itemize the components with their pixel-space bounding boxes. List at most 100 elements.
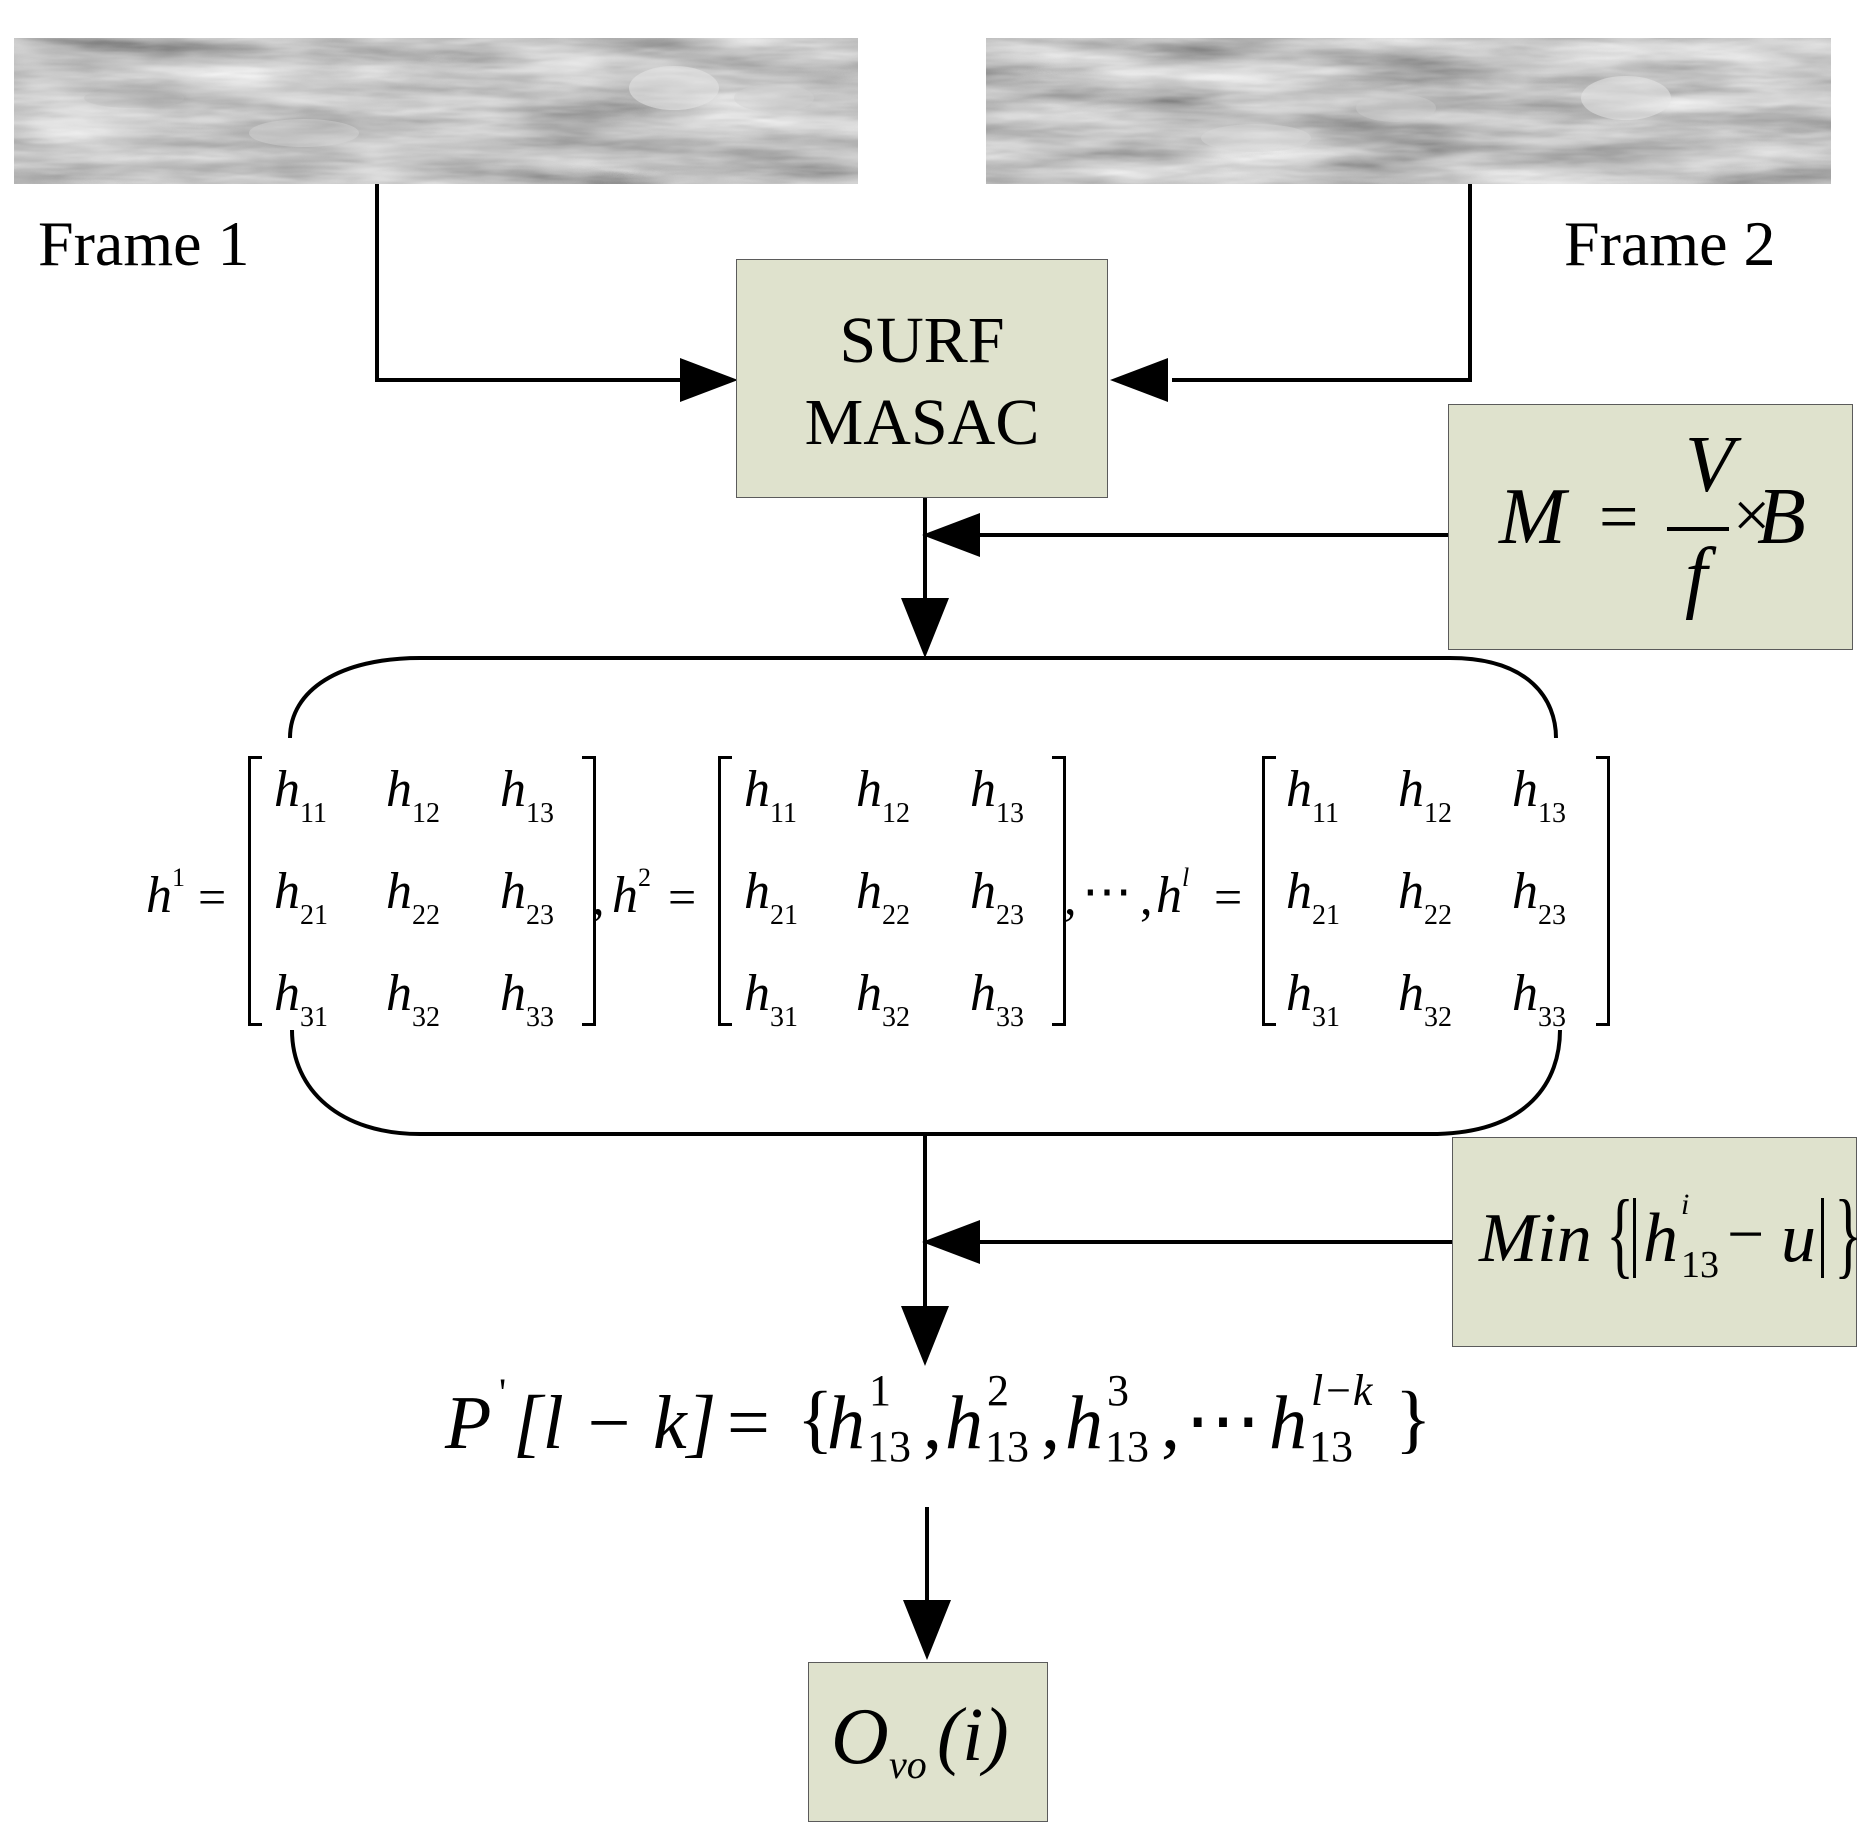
min-u: u bbox=[1781, 1200, 1816, 1277]
arrowhead-to-sequence bbox=[901, 1306, 949, 1366]
min-formula-box: Min { h i 13 − u } bbox=[1452, 1137, 1862, 1347]
output-box: O vo (i) bbox=[808, 1662, 1048, 1822]
matrix-2-symbol: h bbox=[612, 867, 638, 924]
fraction-bar bbox=[1667, 527, 1729, 531]
matrix-3-superscript: l bbox=[1182, 863, 1190, 892]
matrix-3-equals: = bbox=[1214, 869, 1243, 925]
matrix-2-superscript: 2 bbox=[638, 863, 651, 892]
matrix-2-equals: = bbox=[668, 869, 697, 925]
matrices-bracket-bottom bbox=[290, 1029, 1562, 1136]
matrix-1-cell-12: h12 bbox=[386, 761, 440, 829]
matrix-1-right-bracket bbox=[582, 756, 596, 1026]
output-sub: vo bbox=[889, 1742, 927, 1787]
matrix-1-cell-23: h23 bbox=[500, 863, 554, 931]
matrix-3-left-bracket bbox=[1262, 756, 1276, 1026]
masac-label: MASAC bbox=[804, 386, 1040, 459]
matrix-1-equals: = bbox=[198, 869, 227, 925]
frame2-to-surf-line bbox=[1172, 184, 1472, 382]
matrix-2-cell-33: h33 bbox=[970, 965, 1024, 1033]
scale-denominator: f bbox=[1685, 533, 1708, 621]
matrix-2-cell-32: h32 bbox=[856, 965, 910, 1033]
min-left-brace: { bbox=[1606, 1180, 1634, 1287]
min-function: Min bbox=[1479, 1200, 1592, 1277]
matrix-1-cell-33: h33 bbox=[500, 965, 554, 1033]
scale-lhs: M bbox=[1499, 473, 1566, 561]
frame1-to-surf-line bbox=[375, 184, 680, 382]
min-right-brace: } bbox=[1834, 1180, 1862, 1287]
seq-comma-1: , bbox=[923, 1381, 942, 1465]
matrix-3-right-bracket bbox=[1596, 756, 1610, 1026]
matrix-3-cell-31: h31 bbox=[1286, 965, 1340, 1033]
seq-comma-2: , bbox=[1041, 1381, 1060, 1465]
matrix-2-cell-21: h21 bbox=[744, 863, 798, 931]
scale-numerator: V bbox=[1685, 421, 1734, 509]
matrix-2-cell-23: h23 bbox=[970, 863, 1024, 931]
scale-times: × bbox=[1733, 479, 1771, 552]
separator-1: , bbox=[592, 869, 605, 925]
arrowhead-scale bbox=[922, 513, 980, 557]
matrix-3-symbol: h bbox=[1156, 867, 1182, 924]
scale-formula-box: M = V f × B bbox=[1448, 404, 1853, 650]
matrix-1-cell-13: h13 bbox=[500, 761, 554, 829]
matrix-3-cell-21: h21 bbox=[1286, 863, 1340, 931]
scale-formula: M bbox=[1499, 477, 1566, 557]
matrix-1-cell-22: h22 bbox=[386, 863, 440, 931]
min-sup: i bbox=[1681, 1188, 1690, 1221]
frame-1-label: Frame 1 bbox=[38, 208, 250, 279]
matrix-2-cell-22: h22 bbox=[856, 863, 910, 931]
surf-masac-box: SURF MASAC bbox=[736, 259, 1108, 498]
matrix-3-cell-13: h13 bbox=[1512, 761, 1566, 829]
matrix-1-cell-21: h21 bbox=[274, 863, 328, 931]
output-arg: (i) bbox=[937, 1693, 1009, 1777]
matrices-bracket-top bbox=[288, 656, 1558, 739]
matrix-2-cell-12: h12 bbox=[856, 761, 910, 829]
matrix-3-cell-22: h22 bbox=[1398, 863, 1452, 931]
min-var: h bbox=[1643, 1200, 1678, 1277]
matrix-3-cell-33: h33 bbox=[1512, 965, 1566, 1033]
frame-2-image bbox=[986, 38, 1831, 184]
matrix-1-superscript: 1 bbox=[172, 863, 185, 892]
seq-close-brace: } bbox=[1395, 1377, 1432, 1461]
matrix-1-cell-32: h32 bbox=[386, 965, 440, 1033]
matrix-1-cell-11: h11 bbox=[274, 761, 327, 829]
scale-rhs: B bbox=[1757, 473, 1806, 561]
matrix-3-cell-32: h32 bbox=[1398, 965, 1452, 1033]
matrix-2-right-bracket bbox=[1052, 756, 1066, 1026]
frame-2-label: Frame 2 bbox=[1564, 208, 1776, 279]
matrix-ellipsis: ⋯ bbox=[1082, 863, 1132, 919]
surf-label: SURF bbox=[839, 304, 1005, 377]
matrix-3-cell-11: h11 bbox=[1286, 761, 1339, 829]
matrix-1-symbol: h bbox=[146, 867, 172, 924]
separator-3: , bbox=[1140, 869, 1153, 925]
matrix-2-cell-31: h31 bbox=[744, 965, 798, 1033]
seq-arg: [l − k] bbox=[513, 1381, 717, 1465]
seq-open-brace: { bbox=[797, 1377, 834, 1461]
matrix-1-name: h1 bbox=[146, 865, 185, 924]
seq-equals: = bbox=[727, 1381, 770, 1465]
output-symbol: O bbox=[831, 1693, 889, 1781]
seq-ellipsis: ⋯ bbox=[1185, 1379, 1261, 1463]
matrix-3-name: hl bbox=[1156, 865, 1189, 924]
seq-comma-3: , bbox=[1161, 1381, 1180, 1465]
abs-bar-right bbox=[1821, 1198, 1824, 1278]
arrowhead-surf-down bbox=[901, 598, 949, 658]
arrowhead-min bbox=[922, 1220, 980, 1264]
arrowhead-to-output bbox=[903, 1600, 951, 1660]
seq-prime: ' bbox=[499, 1370, 507, 1415]
abs-bar-left bbox=[1633, 1198, 1636, 1278]
arrowhead-frame1 bbox=[680, 358, 738, 402]
min-minus: − bbox=[1727, 1198, 1765, 1271]
matrix-3-cell-23: h23 bbox=[1512, 863, 1566, 931]
matrix-1-left-bracket bbox=[248, 756, 262, 1026]
matrix-2-left-bracket bbox=[718, 756, 732, 1026]
scale-equals: = bbox=[1599, 479, 1639, 556]
min-sub: 13 bbox=[1681, 1244, 1719, 1286]
arrowhead-frame2 bbox=[1110, 358, 1168, 402]
seq-lhs: P bbox=[445, 1381, 492, 1465]
